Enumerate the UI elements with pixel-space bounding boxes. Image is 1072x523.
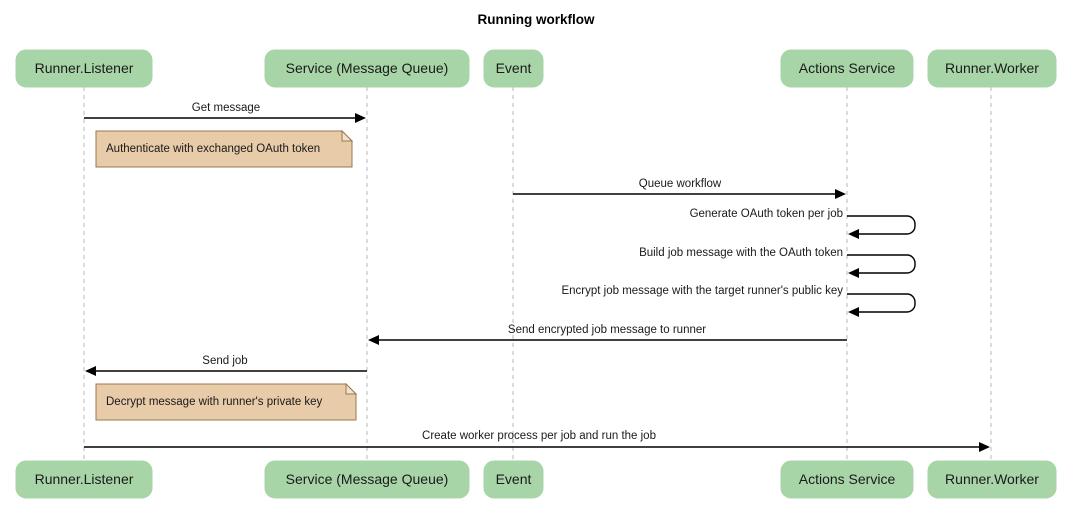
message-queue-workflow[interactable]: Queue workflow [513,178,846,199]
participant-label: Event [496,60,532,76]
participant-service-message-queue-top[interactable]: Service (Message Queue) [264,49,470,88]
participant-label: Event [496,471,532,487]
note-fold-corner-icon [341,129,354,142]
participant-box [483,460,544,499]
participant-label: Runner.Listener [35,60,134,76]
participant-box [927,460,1057,499]
note-decrypt-message-with-runners-private-key[interactable]: Decrypt message with runner's private ke… [95,382,358,421]
self-loop-path [847,215,916,235]
arrowhead [848,229,859,239]
message-get-message[interactable]: Get message [84,102,366,123]
message-encrypt-job-message-with-the-target-runners-public-key[interactable]: Encrypt job message with the target runn… [561,285,916,317]
participant-box [780,460,914,499]
participant-label: Actions Service [799,60,896,76]
message-label: Send encrypted job message to runner [508,324,706,336]
arrowhead [835,189,846,199]
note-authenticate-with-exchanged-oauth-token[interactable]: Authenticate with exchanged OAuth token [95,129,354,168]
note-body [95,130,353,168]
message-label: Encrypt job message with the target runn… [561,285,843,297]
note-label: Authenticate with exchanged OAuth token [106,143,320,155]
participant-actions-service-top[interactable]: Actions Service [780,49,914,88]
message-send-encrypted-job-message-to-runner[interactable]: Send encrypted job message to runner [368,324,847,345]
participant-label: Service (Message Queue) [286,471,449,487]
participant-box [15,49,153,88]
participant-event-bottom[interactable]: Event [483,460,544,499]
notes-group: Authenticate with exchanged OAuth tokenD… [95,129,358,421]
page-title: Running workflow [478,12,595,27]
message-label: Send job [202,355,247,367]
message-create-worker-process-per-job-and-run-the-job[interactable]: Create worker process per job and run th… [84,430,990,452]
arrowhead [355,113,366,123]
message-build-job-message-with-the-oauth-token[interactable]: Build job message with the OAuth token [639,247,916,278]
message-label: Get message [192,102,260,114]
lifelines-group [83,87,992,461]
participant-box [780,49,914,88]
arrowhead [848,268,859,278]
arrowhead [368,335,379,345]
participant-actions-service-bottom[interactable]: Actions Service [780,460,914,499]
note-label: Decrypt message with runner's private ke… [106,396,323,408]
message-send-job[interactable]: Send job [85,355,367,376]
participant-event-top[interactable]: Event [483,49,544,88]
participant-box [264,460,470,499]
participant-label: Actions Service [799,471,896,487]
note-body [95,383,357,421]
participant-box [927,49,1057,88]
participant-label: Runner.Listener [35,471,134,487]
participant-service-message-queue-bottom[interactable]: Service (Message Queue) [264,460,470,499]
self-loop-path [847,293,916,313]
arrowhead [85,366,96,376]
message-label: Generate OAuth token per job [690,208,843,220]
arrowhead [848,307,859,317]
participant-box [483,49,544,88]
self-loop-path [847,254,916,274]
participant-runner-listener-bottom[interactable]: Runner.Listener [15,460,153,499]
message-label: Build job message with the OAuth token [639,247,843,259]
message-label: Queue workflow [639,178,722,190]
participant-box [15,460,153,499]
participant-label: Runner.Worker [945,471,1039,487]
note-fold-corner-icon [345,382,358,395]
participant-runner-worker-bottom[interactable]: Runner.Worker [927,460,1057,499]
arrowhead [979,442,990,452]
participant-label: Service (Message Queue) [286,60,449,76]
participant-runner-worker-top[interactable]: Runner.Worker [927,49,1057,88]
participant-box [264,49,470,88]
participant-label: Runner.Worker [945,60,1039,76]
message-label: Create worker process per job and run th… [422,430,656,442]
participant-runner-listener-top[interactable]: Runner.Listener [15,49,153,88]
message-generate-oauth-token-per-job[interactable]: Generate OAuth token per job [690,208,916,239]
